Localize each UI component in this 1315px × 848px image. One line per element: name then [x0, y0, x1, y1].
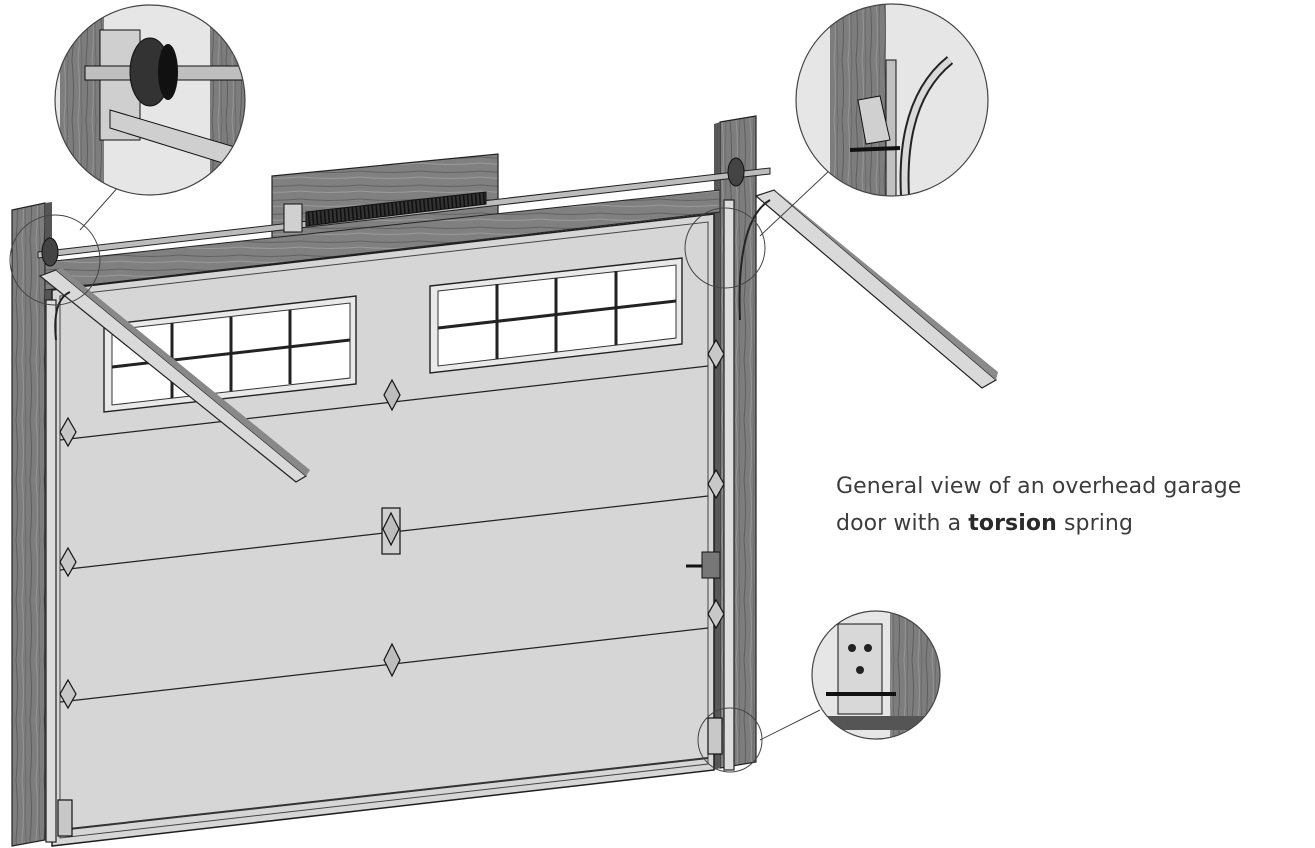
- highlight-ring-bottom-right: [697, 707, 763, 773]
- caption-line-2: door with a torsion spring: [836, 505, 1306, 542]
- panel-seam-3: [59, 627, 709, 703]
- detail-magnifier-top-left: [54, 4, 246, 196]
- caption-suffix: spring: [1056, 511, 1134, 536]
- torsion-spring: [283, 191, 487, 233]
- door-lock: [686, 551, 721, 579]
- caption-bold-term: torsion: [968, 511, 1057, 536]
- highlight-ring-top-right: [684, 207, 766, 289]
- horizontal-track-right: [738, 189, 998, 389]
- cable-drums: [41, 157, 745, 267]
- side-hinges: [57, 338, 725, 837]
- center-hinges: [381, 378, 401, 678]
- panel-seam-1: [59, 365, 709, 441]
- callout-leaders: [9, 169, 831, 773]
- horizontal-track-left: [38, 268, 310, 483]
- caption-prefix: door with a: [836, 511, 969, 536]
- caption-line-1: General view of an overhead garage: [836, 474, 1242, 499]
- detail-magnifier-top-right: [795, 3, 989, 197]
- diagram-caption: General view of an overhead garage door …: [836, 468, 1306, 542]
- right-jamb: [714, 115, 757, 770]
- bottom-seal: [59, 757, 709, 831]
- detail-magnifier-bottom-right: [811, 610, 941, 740]
- vertical-tracks: [45, 199, 735, 843]
- window-right: [429, 257, 683, 374]
- highlight-ring-top-left: [9, 214, 101, 306]
